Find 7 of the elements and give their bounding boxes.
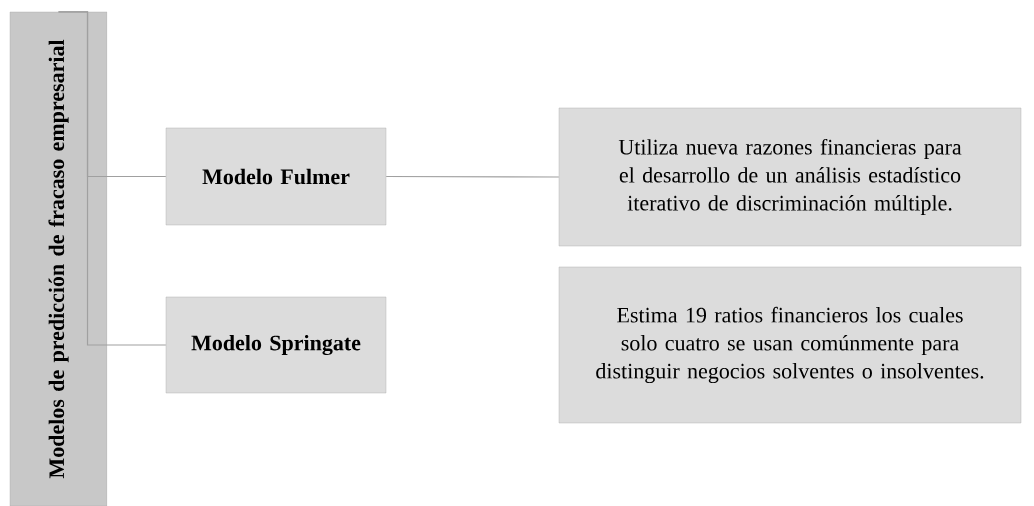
description-box: Utiliza nueva razones financieras para el desarrollo de un análisis estadístico iterativo de discriminación múltiple. xyxy=(558,107,1022,247)
model-box: Modelo Springate xyxy=(165,296,387,394)
description-box: Estima 19 ratios financieros los cuales solo cuatro se usan comúnmente para distinguir negocios solventes o insolventes. xyxy=(558,266,1022,424)
connector-line xyxy=(385,175,560,178)
root-box: Modelos de predicción de fracaso empresarial xyxy=(9,11,108,506)
connector-line xyxy=(57,11,167,346)
model-box: Modelo Fulmer xyxy=(165,127,387,226)
